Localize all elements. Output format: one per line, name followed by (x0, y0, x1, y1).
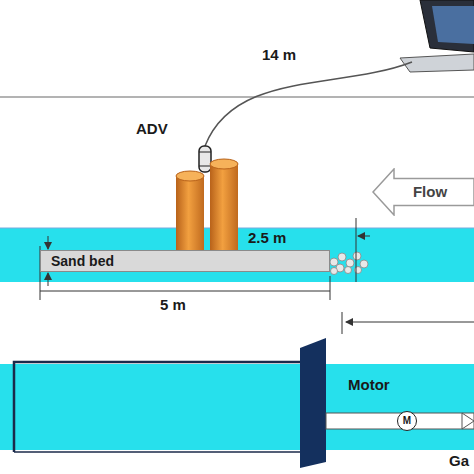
cable (205, 62, 412, 146)
motor-symbol: M (397, 411, 417, 431)
sand-bed: Sand bed (40, 250, 330, 272)
flow-arrow: Flow (372, 168, 474, 216)
node-text: Sand bed (41, 253, 114, 270)
tank-water (0, 364, 474, 450)
dimension-label: 14 m (262, 46, 296, 64)
part-label: ADV (136, 120, 168, 138)
tank-wall (14, 362, 302, 452)
part-label: Ga (449, 452, 469, 470)
node-text: Flow (413, 183, 447, 201)
dimension-label: 5 m (160, 296, 186, 314)
laptop (400, 0, 474, 72)
dimension-label: 2.5 m (248, 229, 286, 247)
node-text: M (403, 415, 411, 427)
adv-probe (199, 146, 211, 172)
gate-panel (300, 338, 326, 468)
gravel (330, 252, 368, 275)
flume-wall (0, 96, 474, 98)
dimension-line (40, 291, 330, 292)
part-label: Motor (348, 376, 390, 394)
